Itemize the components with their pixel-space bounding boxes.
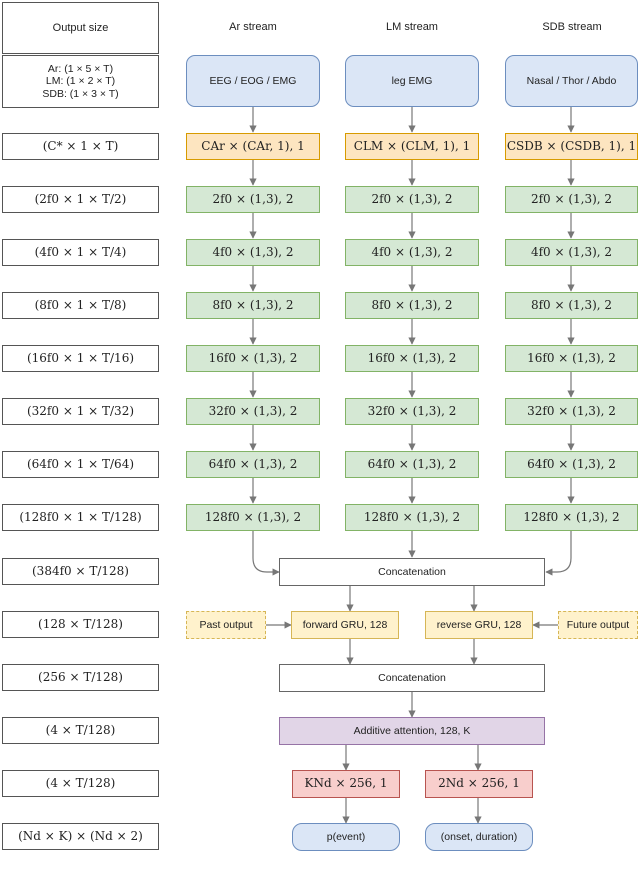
output-size-12: (4 × T/128) — [2, 770, 159, 797]
input-size-sdb: SDB: (1 × 3 × T) — [42, 87, 119, 100]
ar-conv-6: 64f0 × (1,3), 2 — [186, 451, 320, 478]
lm-conv-6: 64f0 × (1,3), 2 — [345, 451, 479, 478]
ar-stream-header: Ar stream — [229, 21, 277, 33]
lm-conv-5: 32f0 × (1,3), 2 — [345, 398, 479, 425]
lm-conv-4: 16f0 × (1,3), 2 — [345, 345, 479, 372]
lm-conv-7: 128f0 × (1,3), 2 — [345, 504, 479, 531]
sdb-conv-1: 2f0 × (1,3), 2 — [505, 186, 638, 213]
output-size-2: (4f0 × 1 × T/4) — [2, 239, 159, 266]
input-size-lm: LM: (1 × 2 × T) — [45, 75, 116, 88]
localization-head: 2Nd × 256, 1 — [425, 770, 533, 798]
input-size-box: Ar: (1 × 5 × T) LM: (1 × 2 × T) SDB: (1 … — [2, 55, 159, 108]
output-size-8: (384f0 × T/128) — [2, 558, 159, 585]
sdb-conv-2: 4f0 × (1,3), 2 — [505, 239, 638, 266]
future-output-block: Future output — [558, 611, 638, 639]
stream-arrows — [249, 107, 575, 824]
ar-conv-2: 4f0 × (1,3), 2 — [186, 239, 320, 266]
forward-gru-block: forward GRU, 128 — [291, 611, 399, 639]
output-size-9: (128 × T/128) — [2, 611, 159, 638]
output-size-11: (4 × T/128) — [2, 717, 159, 744]
ar-conv-1: 2f0 × (1,3), 2 — [186, 186, 320, 213]
sdb-conv-3: 8f0 × (1,3), 2 — [505, 292, 638, 319]
ar-conv-5: 32f0 × (1,3), 2 — [186, 398, 320, 425]
sdb-stream-header: SDB stream — [542, 21, 602, 33]
lm-conv-1: 2f0 × (1,3), 2 — [345, 186, 479, 213]
sdb-input-block: Nasal / Thor / Abdo — [505, 55, 638, 107]
input-size-ar: Ar: (1 × 5 × T) — [47, 63, 114, 76]
ar-input-block: EEG / EOG / EMG — [186, 55, 320, 107]
output-size-5: (32f0 × 1 × T/32) — [2, 398, 159, 425]
reverse-gru-block: reverse GRU, 128 — [425, 611, 533, 639]
sdb-conv-4: 16f0 × (1,3), 2 — [505, 345, 638, 372]
ar-conv-7: 128f0 × (1,3), 2 — [186, 504, 320, 531]
event-probability-output: p(event) — [292, 823, 400, 851]
output-size-10: (256 × T/128) — [2, 664, 159, 691]
sdb-conv-5: 32f0 × (1,3), 2 — [505, 398, 638, 425]
lm-conv-3: 8f0 × (1,3), 2 — [345, 292, 479, 319]
onset-duration-output: (onset, duration) — [425, 823, 533, 851]
output-size-6: (64f0 × 1 × T/64) — [2, 451, 159, 478]
output-size-0: (C* × 1 × T) — [2, 133, 159, 160]
past-output-block: Past output — [186, 611, 266, 639]
output-size-1: (2f0 × 1 × T/2) — [2, 186, 159, 213]
concatenation-block-2: Concatenation — [279, 664, 545, 692]
output-size-3: (8f0 × 1 × T/8) — [2, 292, 159, 319]
concatenation-block-1: Concatenation — [279, 558, 545, 586]
additive-attention-block: Additive attention, 128, K — [279, 717, 545, 745]
ar-conv-3: 8f0 × (1,3), 2 — [186, 292, 320, 319]
ar-first-conv: CAr × (CAr, 1), 1 — [186, 133, 320, 160]
sdb-conv-6: 64f0 × (1,3), 2 — [505, 451, 638, 478]
lm-input-block: leg EMG — [345, 55, 479, 107]
sdb-first-conv: CSDB × (CSDB, 1), 1 — [505, 133, 638, 160]
sdb-conv-7: 128f0 × (1,3), 2 — [505, 504, 638, 531]
output-size-header: Output size — [2, 2, 159, 54]
ar-conv-4: 16f0 × (1,3), 2 — [186, 345, 320, 372]
output-size-4: (16f0 × 1 × T/16) — [2, 345, 159, 372]
output-size-7: (128f0 × 1 × T/128) — [2, 504, 159, 531]
output-size-13: (Nd × K) × (Nd × 2) — [2, 823, 159, 850]
lm-stream-header: LM stream — [386, 21, 438, 33]
lm-conv-2: 4f0 × (1,3), 2 — [345, 239, 479, 266]
classification-head: KNd × 256, 1 — [292, 770, 400, 798]
lm-first-conv: CLM × (CLM, 1), 1 — [345, 133, 479, 160]
